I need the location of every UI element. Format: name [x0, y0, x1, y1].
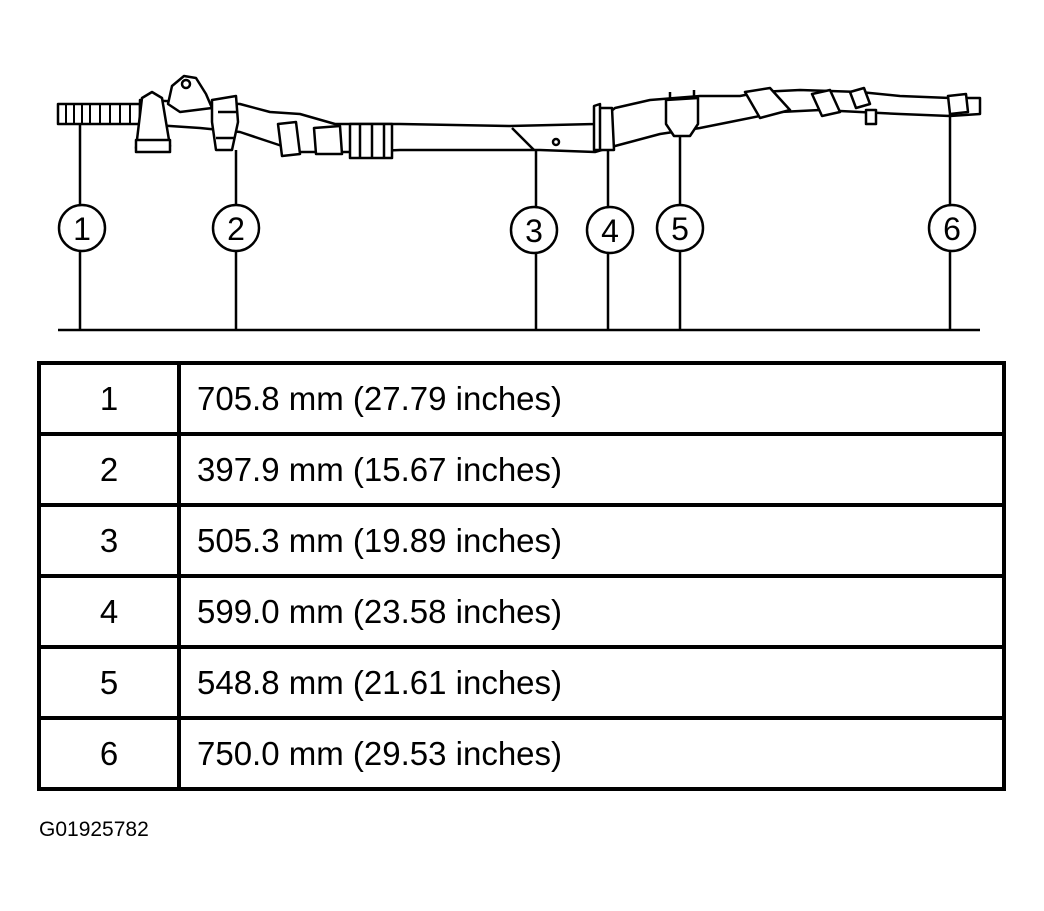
rear-bracket [810, 88, 842, 118]
brace-hole [551, 137, 561, 147]
dimension-value: 548.8 mm (21.61 inches) [177, 645, 1006, 720]
callout-number-3: 3 [525, 213, 543, 249]
frame-rail [56, 74, 982, 160]
front-bracket-base [134, 138, 172, 154]
callout-number-1: 1 [73, 211, 91, 247]
callout-markers [57, 203, 977, 255]
mid-bracket-3-lines [358, 124, 386, 158]
callout-number-6: 6 [943, 211, 961, 247]
frame-diagram: 1 2 3 4 5 6 [56, 74, 982, 332]
callout-number-2: 2 [227, 211, 245, 247]
table-row: 3 505.3 mm (19.89 inches) [37, 503, 1006, 578]
rear-mount [848, 86, 872, 110]
engine-mount [166, 74, 214, 114]
callout-labels: 1 2 3 4 5 6 [73, 211, 961, 249]
table-row: 1 705.8 mm (27.79 inches) [37, 361, 1006, 436]
engine-mount-hole [180, 78, 192, 90]
control-arm-bracket [210, 94, 240, 152]
mid-bracket-2 [312, 124, 344, 156]
dimension-table: 1 705.8 mm (27.79 inches) 2 397.9 mm (15… [37, 361, 1006, 791]
row-number: 6 [37, 716, 181, 791]
callout-circle-3 [509, 205, 559, 255]
table-row: 4 599.0 mm (23.58 inches) [37, 574, 1006, 649]
mid-bracket-1 [276, 120, 302, 158]
callout-number-5: 5 [671, 211, 689, 247]
rear-end-bracket [946, 92, 970, 116]
callout-number-4: 4 [601, 213, 619, 249]
body-mount-4-cap [592, 102, 602, 152]
table-row: 6 750.0 mm (29.53 inches) [37, 716, 1006, 791]
row-number: 4 [37, 574, 181, 649]
row-number: 3 [37, 503, 181, 578]
row-number: 5 [37, 645, 181, 720]
figure-id: G01925782 [39, 818, 149, 841]
front-crossmember-ribs [65, 104, 131, 124]
control-arm-bracket-lines [216, 110, 236, 140]
row-number: 1 [37, 361, 181, 436]
rear-crossmember [743, 86, 792, 120]
dimension-value: 505.3 mm (19.89 inches) [177, 503, 1006, 578]
row-number: 2 [37, 432, 181, 507]
table-row: 5 548.8 mm (21.61 inches) [37, 645, 1006, 720]
dimension-value: 705.8 mm (27.79 inches) [177, 361, 1006, 436]
dimension-value: 397.9 mm (15.67 inches) [177, 432, 1006, 507]
callout-circle-2 [211, 203, 261, 253]
callout-circle-5 [655, 203, 705, 253]
dimension-value: 599.0 mm (23.58 inches) [177, 574, 1006, 649]
dimension-value: 750.0 mm (29.53 inches) [177, 716, 1006, 791]
table-row: 2 397.9 mm (15.67 inches) [37, 432, 1006, 507]
shackle-bracket-tabs [668, 90, 696, 98]
callout-circle-6 [927, 203, 977, 253]
callout-circle-4 [585, 205, 635, 255]
rear-tab [864, 108, 878, 126]
callout-circle-1 [57, 203, 107, 253]
diagonal-brace [511, 127, 535, 151]
shackle-bracket [664, 96, 700, 138]
